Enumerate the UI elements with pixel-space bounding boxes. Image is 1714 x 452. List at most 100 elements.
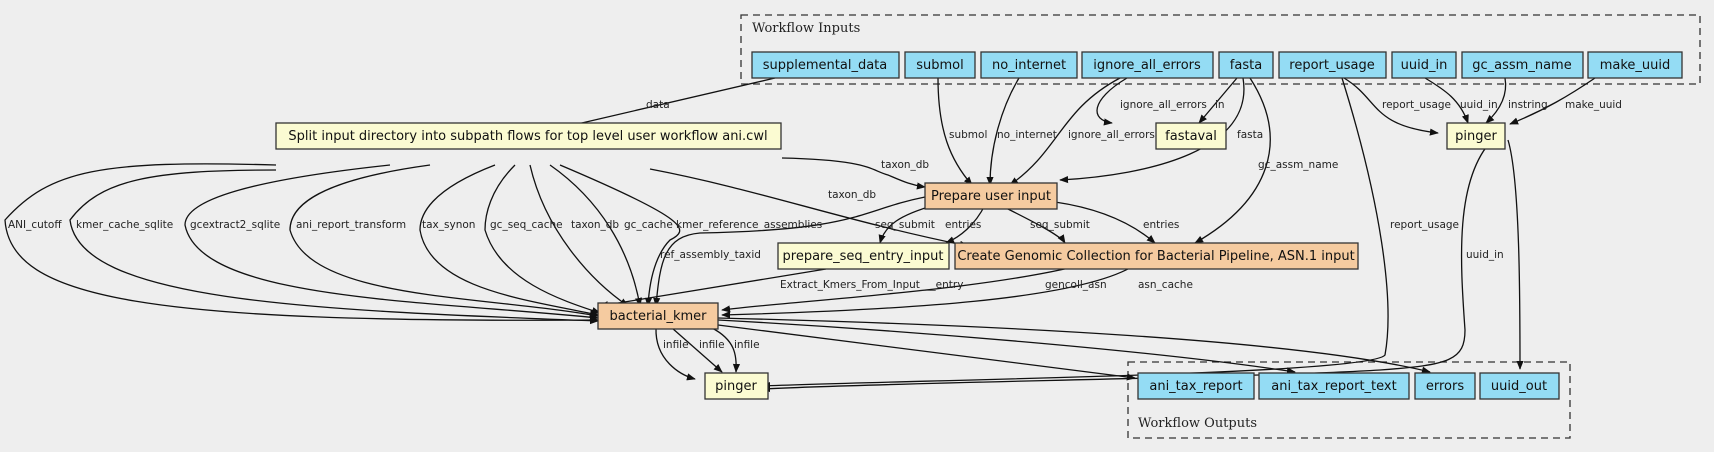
edge-instring bbox=[1485, 77, 1507, 124]
input-node-ignore-all-errors[interactable]: ignore_all_errors bbox=[1081, 51, 1214, 79]
edge-uuid-in-bottom bbox=[761, 139, 1493, 393]
edge-label-gc-assm-name: gc_assm_name bbox=[1258, 159, 1338, 171]
edge-label-taxon-db-gc: taxon_db bbox=[828, 189, 876, 201]
edge-label-tax-synon: tax_synon bbox=[422, 219, 475, 231]
edge-kmer-cache bbox=[69, 169, 599, 325]
node-label: Split input directory into subpath flows… bbox=[288, 129, 767, 144]
edge-label-no-internet: no_internet bbox=[997, 129, 1057, 141]
edge-ani-report-transform bbox=[289, 164, 599, 319]
edge-label-taxon-db-bk: taxon_db bbox=[571, 219, 619, 231]
edge-fasta bbox=[1059, 77, 1245, 184]
edge-uuid-in-pinger bbox=[1424, 77, 1469, 124]
edge-label-report-usage-pinger: report_usage bbox=[1382, 99, 1451, 111]
output-node-errors[interactable]: errors bbox=[1414, 372, 1476, 400]
edges bbox=[4, 77, 1596, 393]
edge-gc-assm-name bbox=[1194, 77, 1271, 244]
edge-errors bbox=[717, 317, 1431, 374]
edge-ani-tax-report bbox=[717, 324, 1136, 381]
edge-report-usage-pinger bbox=[1343, 77, 1439, 136]
node-label: pinger bbox=[1455, 129, 1497, 144]
edge-gc-cache bbox=[549, 164, 643, 307]
node-label: make_uuid bbox=[1600, 58, 1671, 73]
input-node-supplemental-data[interactable]: supplemental_data bbox=[751, 51, 900, 79]
node-label: Prepare user input bbox=[931, 189, 1051, 204]
edge-tax-synon bbox=[419, 164, 599, 317]
edge-infile-1 bbox=[655, 327, 696, 381]
node-label: no_internet bbox=[992, 58, 1066, 73]
edge-label-extract-entry: Extract_Kmers_From_Input___entry bbox=[780, 279, 963, 291]
edge-label-data: data bbox=[646, 99, 670, 111]
edge-submol bbox=[937, 77, 973, 186]
edge-label-ani-report-transform: ani_report_transform bbox=[296, 219, 406, 231]
edge-extract-entry bbox=[599, 268, 827, 309]
edge-label-ignore-all-errors-fv: ignore_all_errors bbox=[1120, 99, 1207, 111]
workflow-inputs-cluster bbox=[740, 14, 1701, 85]
output-node-uuid-out[interactable]: uuid_out bbox=[1479, 372, 1560, 400]
edge-label-gencoll-asn: gencoll_asn bbox=[1045, 279, 1107, 291]
input-node-uuid-in[interactable]: uuid_in bbox=[1391, 51, 1457, 79]
step-node-split-input-directory[interactable]: Split input directory into subpath flows… bbox=[275, 122, 782, 150]
edge-label-make-uuid: make_uuid bbox=[1565, 99, 1622, 111]
step-node-pinger-bottom[interactable]: pinger bbox=[704, 372, 769, 400]
step-node-create-genomic-collection[interactable]: Create Genomic Collection for Bacterial … bbox=[954, 242, 1359, 270]
node-label: uuid_in bbox=[1401, 58, 1448, 73]
input-node-gc-assm-name[interactable]: gc_assm_name bbox=[1461, 51, 1584, 79]
node-label: submol bbox=[916, 58, 964, 73]
step-node-pinger-top[interactable]: pinger bbox=[1446, 122, 1506, 150]
workflow-outputs-cluster bbox=[1127, 361, 1571, 439]
input-node-report-usage[interactable]: report_usage bbox=[1278, 51, 1387, 79]
node-label: bacterial_kmer bbox=[609, 309, 707, 324]
input-node-no-internet[interactable]: no_internet bbox=[980, 51, 1078, 79]
output-node-ani-tax-report-text[interactable]: ani_tax_report_text bbox=[1258, 372, 1410, 400]
input-node-fasta[interactable]: fasta bbox=[1218, 51, 1274, 79]
edge-report-usage-bottom bbox=[761, 77, 1389, 390]
edge-label-ref-assembly-taxid: ref_assembly_taxid bbox=[660, 249, 761, 261]
step-node-fastaval[interactable]: fastaval bbox=[1155, 122, 1227, 150]
edge-label-kmer-reference-assemblies: kmer_reference_assemblies bbox=[676, 219, 822, 231]
edge-label-infile-2: infile bbox=[699, 339, 725, 351]
edge-label-seq-submit-gc: seq_submit bbox=[1030, 219, 1090, 231]
edge-infile-2 bbox=[671, 327, 723, 373]
edge-label-uuid-in-bottom: uuid_in bbox=[1466, 249, 1504, 261]
edge-entries-psei bbox=[945, 204, 986, 244]
edge-label-fasta: fasta bbox=[1237, 129, 1263, 141]
output-node-ani-tax-report[interactable]: ani_tax_report bbox=[1137, 372, 1255, 400]
node-label: ignore_all_errors bbox=[1093, 58, 1201, 73]
edge-label-taxon-db-pui: taxon_db bbox=[881, 159, 929, 171]
edge-label-submol: submol bbox=[949, 129, 987, 141]
edge-make-uuid bbox=[1509, 77, 1596, 125]
node-label: prepare_seq_entry_input bbox=[783, 249, 944, 264]
edge-ani-tax-report-text bbox=[717, 319, 1296, 375]
step-node-bacterial-kmer[interactable]: bacterial_kmer bbox=[597, 302, 719, 330]
node-label: ani_tax_report bbox=[1149, 379, 1242, 394]
edge-taxon-db-bk bbox=[529, 164, 629, 307]
node-label: supplemental_data bbox=[763, 58, 887, 73]
node-label: ani_tax_report_text bbox=[1271, 379, 1396, 394]
edge-label-infile-1: infile bbox=[663, 339, 689, 351]
input-node-submol[interactable]: submol bbox=[904, 51, 976, 79]
edge-no-internet bbox=[986, 77, 1020, 186]
step-node-prepare-seq-entry-input[interactable]: prepare_seq_entry_input bbox=[777, 242, 950, 270]
edge-entries-gc bbox=[1054, 201, 1156, 244]
node-label: report_usage bbox=[1289, 58, 1374, 73]
node-label: uuid_out bbox=[1491, 379, 1547, 394]
edge-label-ani-cutoff: ANI_cutoff bbox=[8, 219, 62, 231]
edge-infile-3 bbox=[711, 327, 741, 373]
input-node-make-uuid[interactable]: make_uuid bbox=[1587, 51, 1683, 79]
step-node-prepare-user-input[interactable]: Prepare user input bbox=[924, 182, 1058, 210]
node-label: fasta bbox=[1230, 58, 1262, 73]
workflow-inputs-label: Workflow Inputs bbox=[752, 21, 860, 36]
edge-taxon-db-pui bbox=[781, 157, 926, 190]
edge-label-ignore-all-errors-pui: ignore_all_errors bbox=[1068, 129, 1155, 141]
edge-data bbox=[555, 77, 776, 131]
edge-label-gc-cache: gc_cache bbox=[624, 219, 673, 231]
node-label: errors bbox=[1426, 379, 1464, 394]
edge-label-infile-3: infile bbox=[734, 339, 760, 351]
edge-label-gc-seq-cache: gc_seq_cache bbox=[490, 219, 563, 231]
edge-label-entries-psei: entries bbox=[945, 219, 981, 231]
edge-asn-cache bbox=[721, 264, 1136, 319]
edge-gc-seq-cache bbox=[484, 164, 601, 314]
edge-in bbox=[1198, 77, 1238, 124]
node-label: fastaval bbox=[1165, 129, 1217, 144]
